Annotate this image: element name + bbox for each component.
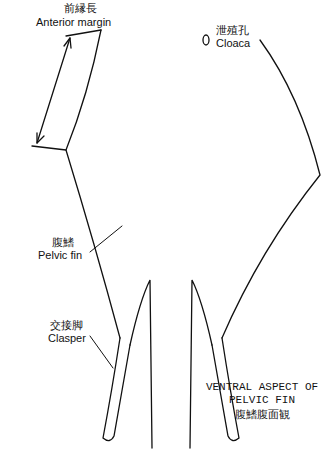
part-label: 腹鰭	[52, 236, 74, 249]
body-line	[190, 280, 212, 448]
leader-line	[90, 336, 113, 368]
part-label: Anterior margin	[36, 16, 111, 29]
left-fin-outline	[66, 30, 120, 338]
part-label: Clasper	[48, 332, 86, 345]
part-label: 泄殖孔	[216, 24, 249, 37]
left-clasper	[103, 338, 130, 441]
extension-line	[32, 146, 66, 150]
part-label: Cloaca	[216, 37, 250, 50]
part-label: Pelvic fin	[38, 249, 82, 262]
figure-caption: VENTRAL ASPECT OF PELVIC FIN	[198, 381, 326, 407]
arrow-head	[64, 38, 71, 48]
leader-line	[90, 226, 122, 252]
part-label: 前縁長	[64, 2, 97, 15]
extension-line	[66, 30, 101, 36]
cloaca-opening	[203, 35, 209, 45]
part-label: 交接脚	[50, 319, 83, 332]
caption-japanese: 腹鰭腹面観	[235, 408, 290, 421]
right-fin-outline	[222, 40, 320, 338]
arrow-head	[37, 133, 44, 143]
dimension-line	[37, 38, 70, 143]
body-line	[130, 280, 152, 448]
